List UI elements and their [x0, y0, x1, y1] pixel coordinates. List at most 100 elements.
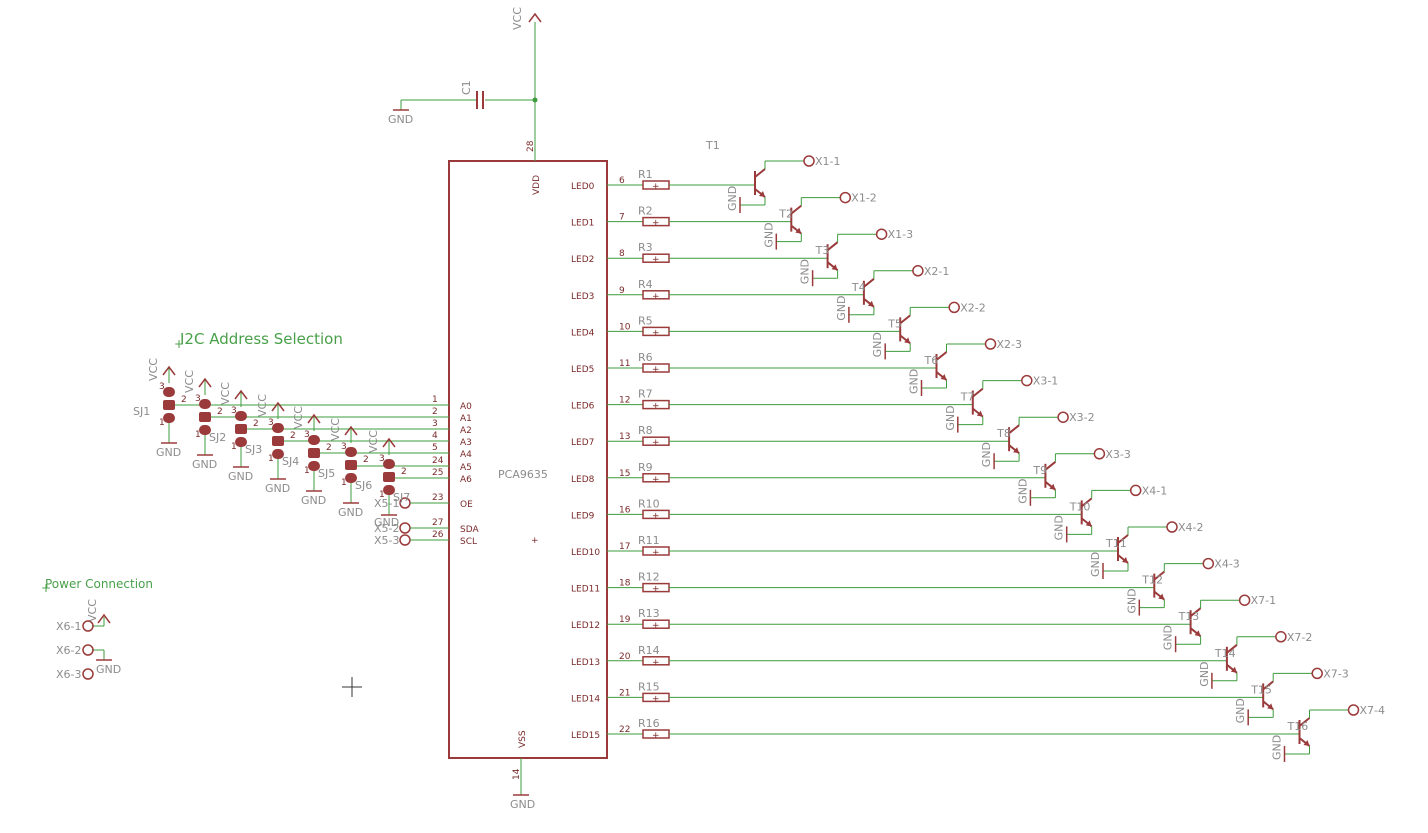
jumper-pad-bottom	[199, 425, 211, 435]
power-pad-2	[82, 644, 94, 656]
transistor-collector	[935, 351, 948, 361]
transistor-label: T3	[815, 244, 830, 257]
jumper-pin-2: 2	[217, 407, 223, 417]
transistor-collector	[1262, 680, 1274, 691]
vss-pin-number: 14	[512, 768, 522, 780]
output-pad	[1347, 704, 1360, 716]
output-label: X4-1	[1142, 484, 1168, 497]
led-pin-number: 22	[619, 725, 630, 735]
jumper-pin-3: 3	[231, 406, 237, 416]
transistor-label: T16	[1287, 720, 1309, 733]
vdd-pin-number: 28	[526, 140, 536, 152]
vcc-arrow-icon	[162, 365, 176, 376]
pin-name-a2: A2	[460, 426, 472, 436]
led-pin-name: LED0	[571, 182, 595, 192]
ic-center-mark: +	[531, 536, 539, 546]
jumper-gnd-label: GND	[265, 482, 290, 495]
jumper-gnd-label: GND	[228, 470, 253, 483]
pin-number-sda: 27	[432, 518, 443, 528]
led-pin-name: LED8	[571, 475, 595, 485]
jumper-vcc-label: VCC	[219, 382, 232, 405]
resistor-label: R3	[638, 241, 653, 254]
led-pin-name: LED11	[571, 585, 600, 595]
power-pin-3-label: X6-3	[56, 668, 82, 681]
jumper-gnd-label: GND	[192, 458, 217, 471]
jumper-vcc-label: VCC	[183, 370, 196, 393]
transistor-arrow-icon	[831, 264, 838, 271]
jumper-pin-2: 2	[401, 467, 407, 477]
resistor-mark: +	[652, 292, 660, 302]
resistor-label: R12	[638, 571, 660, 584]
jumper-vcc-label: VCC	[147, 358, 160, 381]
output-pad	[912, 265, 924, 277]
transistor-gnd-label: GND	[799, 259, 812, 284]
transistor-gnd-label: GND	[1162, 625, 1175, 650]
power-pin-2-label: X6-2	[56, 644, 82, 657]
transistor-arrow-icon	[1267, 703, 1274, 710]
transistor-gnd-label: GND	[835, 296, 848, 321]
i2c-title-mark: +	[174, 337, 184, 351]
output-pad	[1166, 521, 1178, 533]
pin-name-a4: A4	[460, 450, 472, 460]
led-pin-number: 17	[619, 542, 630, 552]
resistor-mark: +	[652, 328, 660, 338]
jumper-name: SJ6	[355, 479, 372, 492]
transistor-arrow-icon	[1303, 740, 1310, 746]
jumper-pad-mid	[235, 424, 247, 434]
scl-pad	[399, 534, 411, 546]
transistor-gnd-label: GND	[980, 442, 993, 467]
jumper-name: SJ5	[318, 467, 335, 480]
pin-name-oe: OE	[460, 500, 473, 510]
transistor-label: T6	[924, 354, 939, 367]
resistor-mark: +	[652, 621, 660, 631]
jumper-pin-1: 1	[159, 418, 165, 428]
power-pad-1	[82, 620, 94, 632]
jumper-pad-mid	[383, 472, 395, 482]
jumper-pin-2: 2	[253, 419, 259, 429]
jumper-pin-1: 1	[304, 466, 310, 476]
transistor-arrow-icon	[1158, 593, 1165, 600]
power-pin-1-label: X6-1	[56, 620, 82, 633]
transistor-collector	[1117, 534, 1129, 544]
jumper-pad-top	[308, 435, 320, 445]
jumper-vcc-label: VCC	[256, 394, 269, 417]
jumper-pin-2: 2	[181, 395, 187, 405]
power-title-mark: +	[41, 581, 51, 595]
output-label: X2-2	[960, 301, 986, 314]
resistor-label: R1	[638, 168, 653, 181]
transistor-gnd-label: GND	[726, 186, 739, 211]
output-pad	[948, 301, 960, 314]
resistor-mark: +	[652, 255, 660, 265]
led-pin-number: 21	[619, 688, 630, 698]
jumper-pin-1: 1	[341, 478, 347, 488]
resistor-label: R15	[638, 680, 660, 693]
transistor-label: T2	[778, 208, 793, 221]
output-label: X1-1	[815, 155, 841, 168]
transistor-gnd-label: GND	[762, 222, 775, 247]
c1-gnd-label: GND	[388, 113, 413, 126]
transistor-arrow-icon	[1230, 666, 1237, 673]
led-pin-name: LED2	[571, 255, 594, 265]
junction-dot	[532, 97, 538, 103]
jumper-name: SJ2	[209, 431, 226, 444]
transistor-collector	[1298, 717, 1311, 727]
jumper-vcc-label: VCC	[292, 406, 305, 429]
output-label: X4-2	[1178, 521, 1204, 534]
jumper-vcc-label: VCC	[329, 418, 342, 441]
jumper-pad-mid	[272, 436, 284, 446]
jumper-pin-3: 3	[195, 394, 201, 404]
led-pin-number: 15	[619, 469, 630, 479]
transistor-collector	[1153, 570, 1165, 581]
output-label: X7-3	[1323, 667, 1349, 680]
resistor-mark: +	[652, 731, 660, 741]
